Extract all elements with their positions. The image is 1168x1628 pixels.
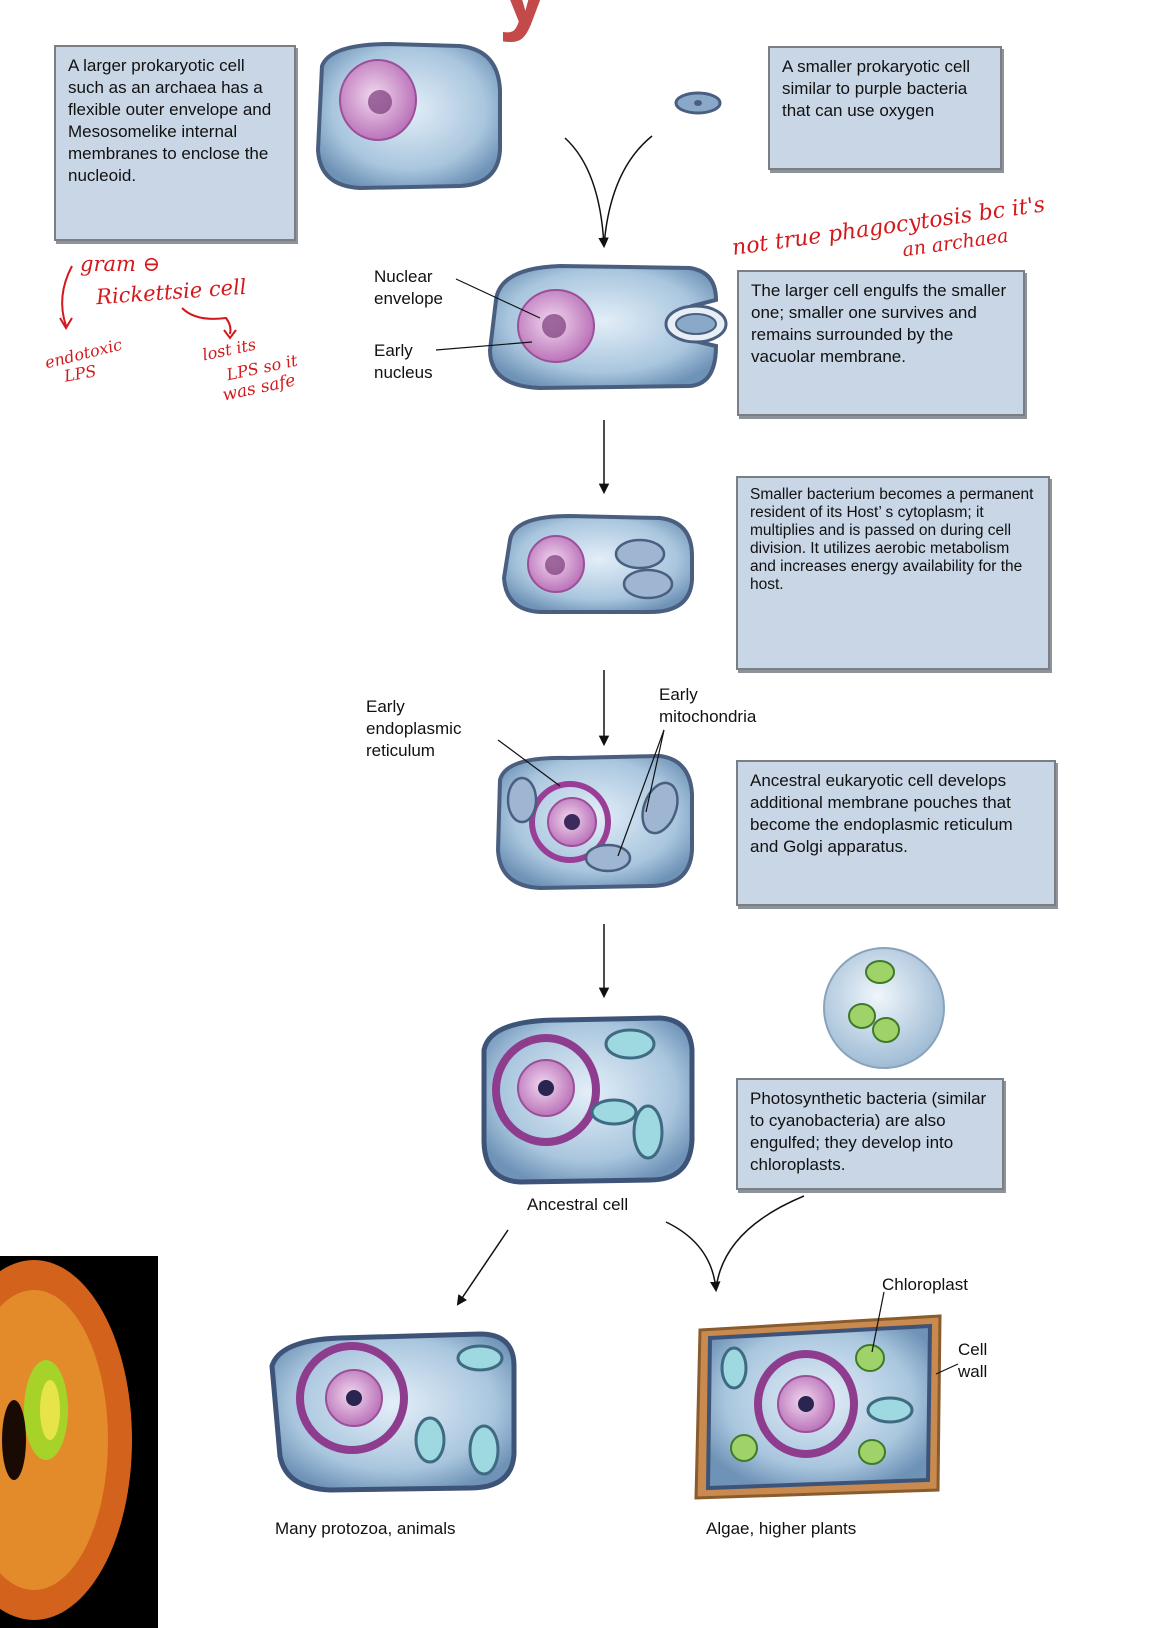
merge-arrow (564, 137, 609, 249)
photosynthetic-box: Photosynthetic bacteria (similar to cyan… (736, 1078, 1004, 1190)
ancestral-cell (481, 1015, 695, 1185)
resident-box: Smaller bacterium becomes a permanent re… (736, 476, 1050, 670)
cell-wall-label: Cell wall (958, 1340, 988, 1381)
annotation-gram-negative: gram ⊖ (80, 252, 161, 276)
plant-cell (694, 1314, 942, 1500)
small-bacterium (674, 91, 722, 115)
photosynthetic-bacteria-bubble (823, 947, 945, 1069)
early-er-label: Early endoplasmic reticulum (366, 697, 462, 760)
chloroplast-label: Chloroplast (882, 1275, 968, 1294)
early-mitochondria-label: Early mitochondria (659, 685, 757, 726)
ancestral-eukaryotic-cell (495, 753, 694, 891)
annotation-arrows (59, 265, 237, 340)
animal-cell (269, 1331, 517, 1493)
protozoa-label: Many protozoa, animals (275, 1519, 456, 1538)
arrow-to-animal (456, 1229, 509, 1306)
engulfing-cell (487, 263, 728, 391)
title-fragment: y (498, 0, 551, 38)
larger-prokaryote-box: A larger prokaryotic cell such as an arc… (54, 45, 296, 241)
arrow-to-plant (665, 1221, 721, 1293)
smaller-prokaryote-box: A smaller prokaryotic cell similar to pu… (768, 46, 1002, 170)
nuclear-envelope-label: Nuclear envelope (374, 267, 444, 308)
ancestral-cell-label: Ancestral cell (527, 1195, 629, 1214)
larger-prokaryotic-cell (315, 41, 502, 191)
micrograph-image (0, 1256, 158, 1628)
algae-label: Algae, higher plants (706, 1519, 857, 1538)
resident-cell (501, 513, 694, 614)
engulf-box: The larger cell engulfs the smaller one;… (737, 270, 1025, 416)
early-nucleus-label: Early nucleus (374, 341, 433, 382)
ancestral-eukaryote-box: Ancestral eukaryotic cell develops addit… (736, 760, 1056, 906)
